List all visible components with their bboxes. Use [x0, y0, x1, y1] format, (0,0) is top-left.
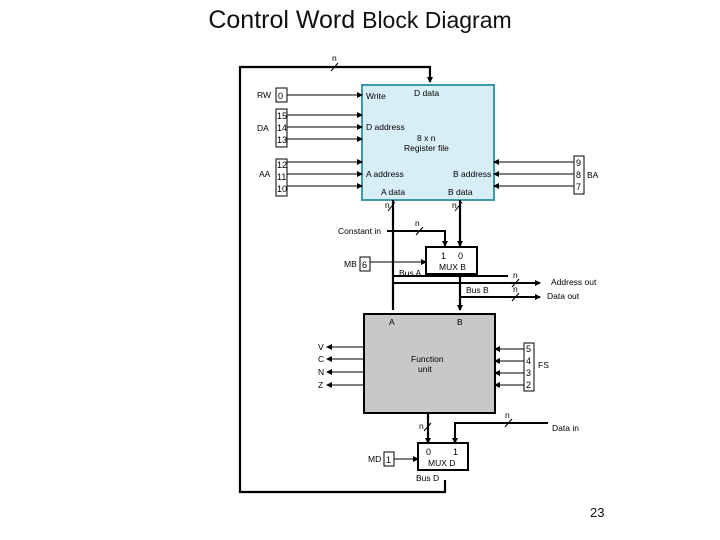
bus-width-slash-top: n: [330, 53, 339, 72]
bus-d-label: Bus D: [416, 473, 439, 483]
fs-bit-3: 3: [526, 368, 531, 378]
fs-bit-2: 2: [526, 380, 531, 390]
fs-label: FS: [538, 360, 549, 370]
data-in-width: n: [505, 410, 510, 420]
page-number: 23: [590, 505, 605, 520]
mb-field: [359, 256, 371, 272]
mux-d-in1: 1: [453, 447, 458, 457]
md-bit: 1: [386, 455, 391, 465]
rf-a-data-label: A data: [381, 187, 405, 197]
ba-bit-8: 8: [576, 170, 581, 180]
bus-a-label: Bus A: [399, 268, 422, 278]
fs-field: [523, 342, 535, 392]
mux-d-in0: 0: [426, 447, 431, 457]
fu-line1: Function: [411, 354, 444, 364]
ba-bit-9: 9: [576, 158, 581, 168]
fs-bit-4: 4: [526, 356, 531, 366]
register-file-box: [361, 84, 495, 201]
rw-bit: 0: [278, 91, 283, 101]
mb-bit: 6: [362, 260, 367, 270]
aa-bit-10: 10: [277, 184, 287, 194]
rf-d-data-label: D data: [414, 88, 439, 98]
ba-label: BA: [587, 170, 599, 180]
rf-b-data-label: B data: [448, 187, 473, 197]
data-in-line: [452, 422, 548, 444]
page-title: Control Word Block Diagram: [0, 6, 720, 35]
rf-name-label: Register file: [404, 143, 449, 153]
da-field: [275, 108, 288, 148]
da-bit-15: 15: [277, 111, 287, 121]
bus-a: [391, 200, 395, 310]
fu-b-label: B: [457, 317, 463, 327]
data-in-label: Data in: [552, 423, 579, 433]
fu-out-width: n: [419, 421, 424, 431]
aa-label: AA: [259, 169, 271, 179]
data-out-label: Data out: [547, 291, 580, 301]
rw-label: RW: [257, 90, 271, 100]
md-label: MD: [368, 454, 381, 464]
ba-field: [573, 155, 585, 195]
mux-b-name: MUX B: [439, 262, 466, 272]
bus-b-label: Bus B: [466, 285, 489, 295]
ba-bit-7: 7: [576, 182, 581, 192]
b-data-width: n: [452, 200, 457, 210]
mux-b-in0: 0: [458, 251, 463, 261]
mb-label: MB: [344, 259, 357, 269]
rf-a-address-label: A address: [366, 169, 404, 179]
function-unit-box: [363, 313, 496, 414]
mux-b-in1: 1: [441, 251, 446, 261]
a-data-width: n: [385, 200, 390, 210]
fs-bit-5: 5: [526, 344, 531, 354]
status-z: Z: [318, 380, 323, 390]
rf-size-label: 8 x n: [417, 133, 436, 143]
mux-d-name: MUX D: [428, 458, 455, 468]
status-n: N: [318, 367, 324, 377]
address-out-label: Address out: [551, 277, 597, 287]
status-v: V: [318, 342, 324, 352]
fu-a-label: A: [389, 317, 395, 327]
da-label: DA: [257, 123, 269, 133]
aa-bit-12: 12: [277, 160, 287, 170]
aa-bit-11: 11: [277, 172, 286, 182]
da-bit-13: 13: [277, 135, 287, 145]
da-bit-14: 14: [277, 123, 287, 133]
constant-in-line: [387, 230, 448, 247]
constant-in-label: Constant in: [338, 226, 381, 236]
status-c: C: [318, 354, 324, 364]
rf-write-label: Write: [366, 91, 386, 101]
data-out-width: n: [513, 284, 518, 294]
constant-width: n: [415, 218, 420, 228]
bus-d-loop: [238, 65, 447, 494]
rf-b-address-label: B address: [453, 169, 491, 179]
rf-d-address-label: D address: [366, 122, 405, 132]
aa-field: [275, 158, 288, 197]
address-out-width: n: [513, 270, 518, 280]
title-part1: Control Word: [208, 6, 356, 34]
fu-line2: unit: [418, 364, 432, 374]
title-part2: Block Diagram: [362, 7, 512, 33]
bus-width-label: n: [332, 53, 337, 63]
